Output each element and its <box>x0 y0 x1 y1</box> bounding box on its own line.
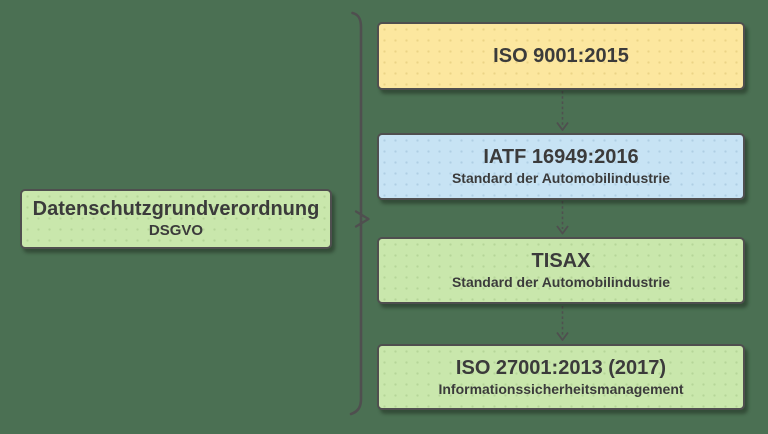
right-arrow-icon <box>354 210 370 228</box>
node-iatf-16949: IATF 16949:2016 Standard der Automobilin… <box>377 133 745 200</box>
node-title: Datenschutzgrundverordnung <box>32 198 320 221</box>
down-arrow-icon <box>556 306 569 341</box>
node-dsgvo: Datenschutzgrundverordnung DSGVO <box>20 189 332 249</box>
node-iso-9001: ISO 9001:2015 <box>377 22 745 90</box>
node-title: ISO 27001:2013 (2017) <box>455 356 667 379</box>
spine-bracket-line <box>349 11 363 416</box>
node-subtitle: DSGVO <box>148 222 204 240</box>
node-subtitle: Standard der Automobilindustrie <box>451 274 671 291</box>
node-iso-27001: ISO 27001:2013 (2017) Informationssicher… <box>377 344 745 410</box>
node-title: ISO 9001:2015 <box>493 44 629 67</box>
down-arrow-icon <box>556 201 569 235</box>
node-title: IATF 16949:2016 <box>483 146 639 169</box>
node-subtitle: Informationssicherheitsmanagement <box>438 380 684 397</box>
node-subtitle: Standard der Automobilindustrie <box>451 170 671 187</box>
node-tisax: TISAX Standard der Automobilindustrie <box>377 237 745 304</box>
down-arrow-icon <box>556 91 569 131</box>
node-title: TISAX <box>531 250 591 273</box>
